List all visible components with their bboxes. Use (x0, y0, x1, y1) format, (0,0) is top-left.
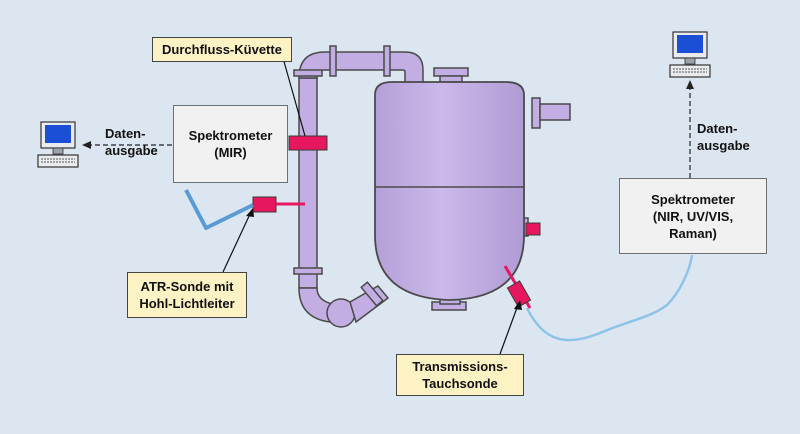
leader-atr (222, 213, 251, 273)
side-nozzle (539, 103, 571, 121)
leader-trans (499, 304, 519, 355)
immersion-probe (506, 280, 532, 308)
flow-cell (288, 135, 328, 151)
arrow-right-head (686, 80, 694, 89)
spectrometer-mir-box: Spektrometer (MIR) (173, 105, 288, 183)
reactor-vessel (374, 81, 525, 301)
wall-probe (525, 222, 541, 236)
leader-durchfluss (282, 57, 306, 137)
computer-icon (37, 121, 79, 168)
immersion-fiber (525, 254, 694, 342)
leader-trans-arrow (514, 300, 522, 310)
transmissions-tauchsonde-label: Transmissions- Tauchsonde (396, 354, 524, 396)
atr-sonde-label: ATR-Sonde mit Hohl-Lichtleiter (127, 272, 247, 318)
spectrometer-nir-box: Spektrometer (NIR, UV/VIS, Raman) (619, 178, 767, 254)
durchfluss-kuevette-label: Durchfluss-Küvette (152, 37, 292, 62)
arrow-left-head (82, 141, 91, 149)
vertical-pipe (298, 77, 318, 289)
leader-atr-arrow (246, 208, 254, 217)
daten-ausgabe-right: Daten- ausgabe (697, 121, 750, 153)
daten-ausgabe-left: Daten- ausgabe (105, 126, 158, 158)
atr-probe (252, 196, 277, 213)
computer-icon (669, 31, 711, 78)
atr-fiber (184, 189, 254, 230)
